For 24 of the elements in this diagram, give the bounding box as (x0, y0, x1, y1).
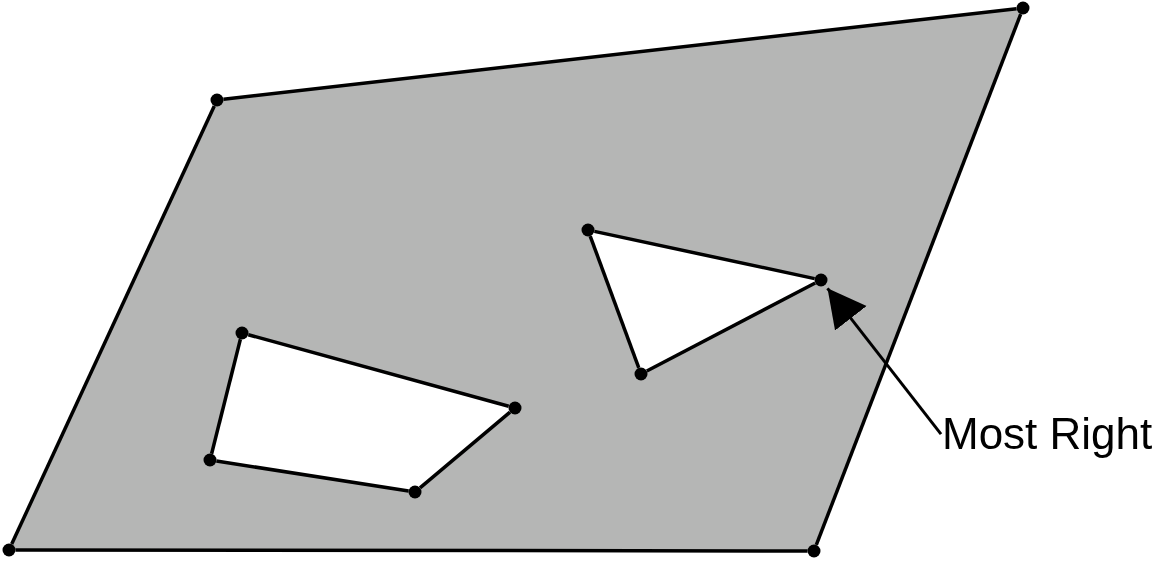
vertex-dot (203, 453, 217, 467)
polygon-side (588, 235, 641, 369)
polygon-side (418, 410, 512, 490)
polygon-side (594, 229, 815, 281)
vertex-dot (210, 93, 224, 107)
polygon-side (10, 105, 216, 545)
vertex-dot (235, 326, 249, 340)
vertex-dot (814, 273, 828, 287)
polygon-side (814, 13, 1023, 546)
callout-label: Most Right (942, 410, 1153, 459)
polygon-side (646, 281, 816, 373)
vertex-dot (634, 367, 648, 381)
polygon-side (247, 333, 510, 408)
vertex-dot (408, 485, 422, 499)
vertex-dot (581, 223, 595, 237)
vertex-dot (508, 401, 522, 415)
vertex-dot (1016, 1, 1030, 15)
vertex-dot (2, 543, 16, 557)
leader-arrow (826, 287, 943, 436)
vertex-dot (807, 544, 821, 558)
polygon-side (15, 548, 808, 553)
polygon-side (223, 6, 1017, 102)
polygon-side (216, 459, 409, 493)
polygon-side (209, 338, 243, 455)
